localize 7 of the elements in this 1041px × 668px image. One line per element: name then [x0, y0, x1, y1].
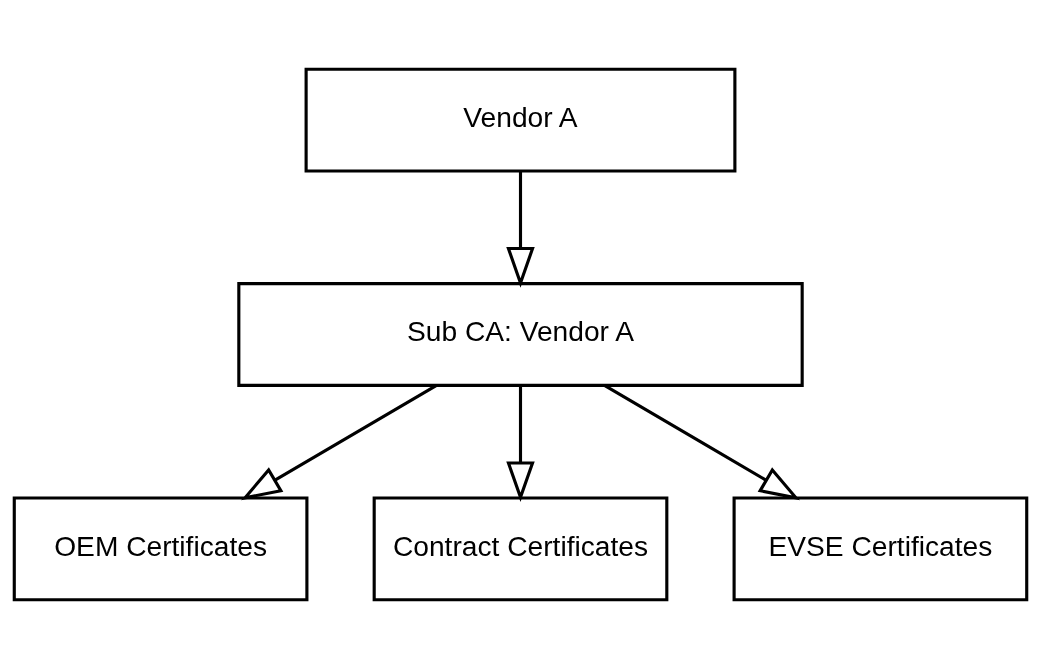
arrow — [506, 385, 535, 502]
arrow — [506, 170, 535, 288]
node-box: Sub CA: Vendor A — [237, 281, 804, 387]
node-box: Contract Certificates — [372, 495, 669, 601]
node-box: Vendor A — [304, 67, 737, 173]
node-box: OEM Certificates — [12, 495, 309, 601]
node-box: EVSE Certificates — [732, 495, 1029, 601]
